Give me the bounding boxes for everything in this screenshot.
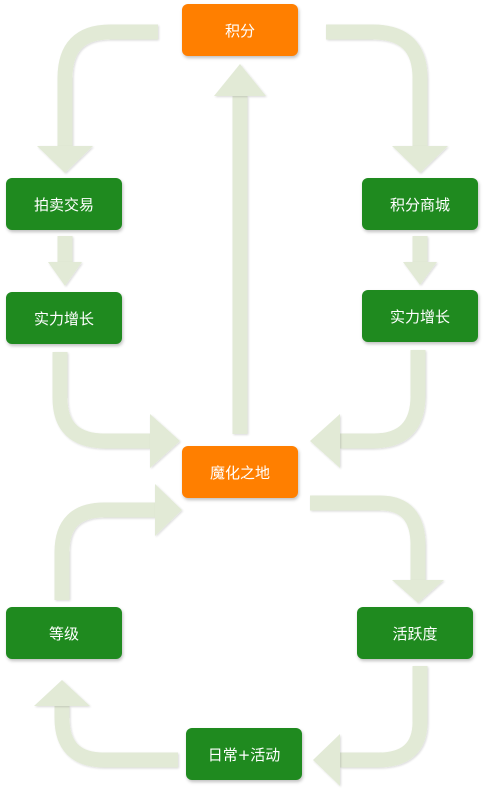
- node-label: 活跃度: [392, 624, 438, 643]
- arrowhead-shili-right: [403, 262, 437, 285]
- arrowhead-dengji: [34, 680, 90, 706]
- arrowhead-mohua-from-dengji: [155, 484, 182, 536]
- arrowhead-shili-left: [48, 262, 82, 286]
- arrow-jifen-to-shangcheng: [326, 24, 428, 146]
- arrowhead-huoyue: [392, 580, 444, 603]
- node-mohua-zhidi: 魔化之地: [182, 446, 298, 498]
- arrow-shili-left-to-mohua: [52, 352, 150, 449]
- node-dengji: 等级: [6, 607, 122, 659]
- arrowhead-richang: [313, 734, 340, 786]
- node-label: 日常+活动: [207, 745, 281, 764]
- arrow-shili-right-to-mohua: [340, 350, 426, 449]
- arrowhead-mohua-from-left: [150, 414, 180, 468]
- arrowhead-paimai: [37, 146, 93, 173]
- arrow-huoyue-to-richang: [340, 666, 428, 768]
- arrow-dengji-to-mohua: [54, 502, 155, 600]
- node-shili-zengzhang-right: 实力增长: [362, 290, 478, 342]
- node-label: 等级: [48, 624, 79, 643]
- arrow-mohua-to-huoyue: [310, 495, 426, 580]
- node-label: 积分商城: [389, 195, 450, 214]
- node-shili-zengzhang-left: 实力增长: [6, 292, 122, 344]
- node-label: 魔化之地: [209, 463, 270, 482]
- node-paimai-jiaoyi: 拍卖交易: [6, 178, 122, 230]
- node-huoyuedu: 活跃度: [357, 607, 473, 659]
- node-jifen: 积分: [182, 4, 298, 56]
- arrowhead-jifen: [214, 64, 266, 96]
- node-label: 实力增长: [389, 307, 450, 326]
- arrowhead-shangcheng: [392, 146, 448, 173]
- node-label: 实力增长: [33, 309, 94, 328]
- node-richang-huodong: 日常+活动: [186, 728, 302, 780]
- node-label: 积分: [224, 21, 255, 40]
- arrowhead-mohua-from-right: [310, 414, 340, 468]
- arrow-jifen-to-paimai: [57, 24, 158, 146]
- node-label: 拍卖交易: [33, 195, 94, 214]
- arrow-richang-to-dengji: [54, 706, 178, 768]
- node-jifen-shangcheng: 积分商城: [362, 178, 478, 230]
